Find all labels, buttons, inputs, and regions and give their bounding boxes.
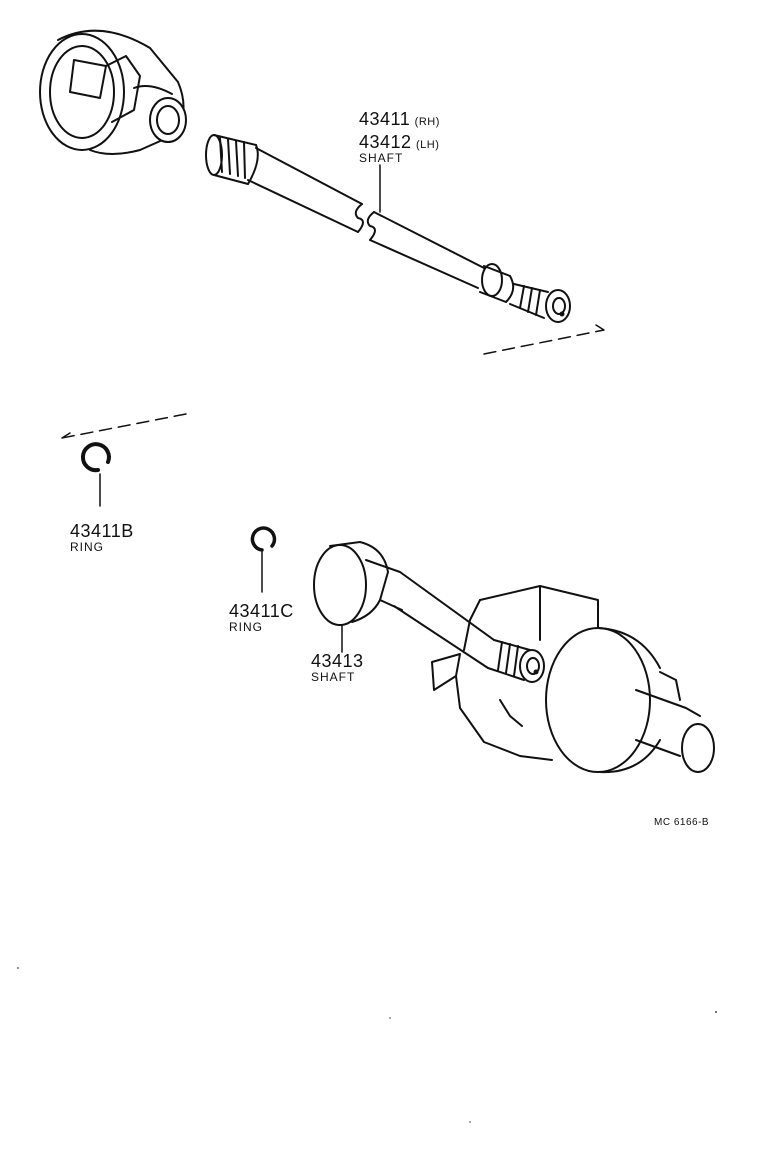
rh-suffix: (RH) [414, 116, 440, 128]
diagram-reference-code: MC 6166-B [654, 817, 710, 828]
part-number-43411c: 43411C [229, 601, 294, 621]
ring-43411c-drawing [252, 528, 274, 592]
alignment-line-lower [62, 414, 186, 438]
intermediate-shaft-name: SHAFT [311, 670, 356, 684]
scan-specks [17, 967, 717, 1123]
cv-joint-housing [40, 31, 186, 154]
alignment-line-upper [484, 325, 604, 354]
part-number-43413: 43413 [311, 651, 364, 671]
ring-43411b-drawing [83, 444, 109, 506]
ring-c-name: RING [229, 620, 263, 634]
shaft-main-label-lh: 43412 (LH) [359, 133, 439, 152]
shaft-main-name: SHAFT [359, 151, 404, 165]
drive-shaft-long [206, 135, 570, 322]
differential-housing [432, 586, 714, 772]
lh-suffix: (LH) [416, 139, 440, 151]
ring-b-name: RING [70, 540, 104, 554]
intermediate-shaft-drawing [314, 542, 544, 682]
part-number-lh: 43412 [359, 132, 412, 152]
shaft-main-label: 43411 (RH) [359, 110, 440, 129]
part-number-43411b: 43411B [70, 521, 134, 541]
part-number-rh: 43411 [359, 109, 411, 129]
